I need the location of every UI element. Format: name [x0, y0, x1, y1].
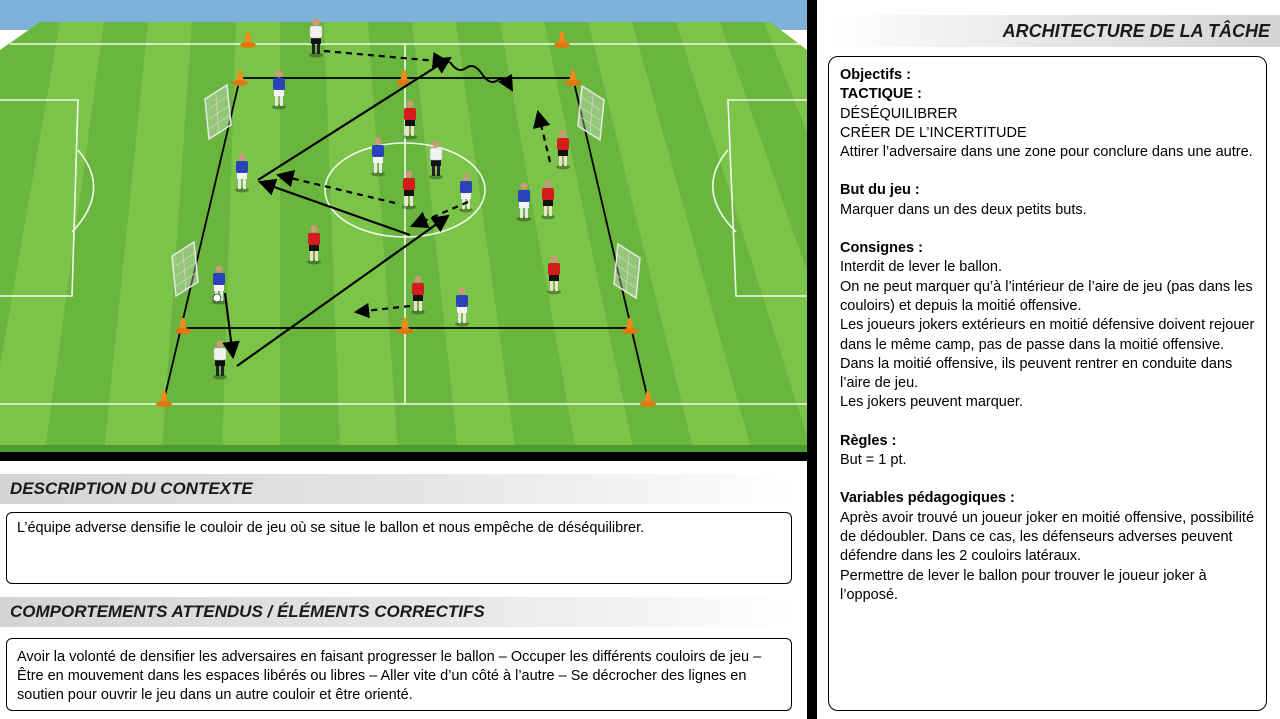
description-title: DESCRIPTION DU CONTEXTE — [10, 479, 253, 498]
movement-arrows — [222, 49, 552, 367]
but-section: But du jeu : Marquer dans un des deux pe… — [840, 181, 1255, 220]
regles-text: But = 1 pt. — [840, 452, 907, 469]
comportements-text: Avoir la volonté de densifier les advers… — [17, 649, 762, 703]
consignes-line: Les jokers peuvent marquer. — [840, 394, 1023, 411]
architecture-title: ARCHITECTURE DE LA TÂCHE — [1002, 21, 1270, 41]
horizontal-divider — [0, 452, 810, 461]
description-box: L’équipe adverse densifie le couloir de … — [6, 512, 792, 584]
comportements-box: Avoir la volonté de densifier les advers… — [6, 638, 792, 711]
variables-line: Après avoir trouvé un joueur joker en mo… — [840, 509, 1255, 565]
consignes-line: On ne peut marquer qu’à l’intérieur de l… — [840, 278, 1253, 314]
comportements-header: COMPORTEMENTS ATTENDUS / ÉLÉMENTS CORREC… — [0, 597, 800, 627]
consignes-heading: Consignes : — [840, 240, 923, 257]
field-diagram — [0, 0, 807, 452]
objectifs-section: Objectifs : TACTIQUE : DÉSÉQUILIBRER CRÉ… — [840, 66, 1255, 162]
grass — [0, 22, 807, 452]
consignes-line: Interdit de lever le ballon. — [840, 259, 1003, 276]
consignes-section: Consignes : Interdit de lever le ballon.… — [840, 239, 1255, 413]
description-text: L’équipe adverse densifie le couloir de … — [17, 520, 645, 536]
objectifs-heading: Objectifs : — [840, 67, 911, 83]
objectifs-line: DÉSÉQUILIBRER — [840, 105, 958, 122]
objectifs-line: Attirer l’adversaire dans une zone pour … — [840, 144, 1253, 161]
objectifs-line: CRÉER DE L’INCERTITUDE — [840, 124, 1027, 141]
ball — [212, 293, 222, 303]
objectifs-subheading: TACTIQUE : — [840, 86, 922, 103]
consignes-line: Les joueurs jokers extérieurs en moitié … — [840, 317, 1255, 392]
but-text: Marquer dans un des deux petits buts. — [840, 201, 1087, 218]
regles-heading: Règles : — [840, 432, 897, 449]
variables-line: Permettre de lever le ballon pour trouve… — [840, 567, 1207, 603]
architecture-box: Objectifs : TACTIQUE : DÉSÉQUILIBRER CRÉ… — [828, 56, 1267, 711]
soccer-field-illustration — [0, 0, 807, 452]
pitch-markings — [0, 43, 807, 405]
but-heading: But du jeu : — [840, 182, 920, 199]
regles-section: Règles : But = 1 pt. — [840, 432, 1255, 471]
vertical-divider — [807, 0, 817, 719]
variables-heading: Variables pédagogiques : — [840, 490, 1015, 507]
variables-section: Variables pédagogiques : Après avoir tro… — [840, 489, 1255, 605]
comportements-title: COMPORTEMENTS ATTENDUS / ÉLÉMENTS CORREC… — [10, 602, 485, 621]
description-header: DESCRIPTION DU CONTEXTE — [0, 474, 800, 504]
architecture-header: ARCHITECTURE DE LA TÂCHE — [822, 15, 1280, 47]
